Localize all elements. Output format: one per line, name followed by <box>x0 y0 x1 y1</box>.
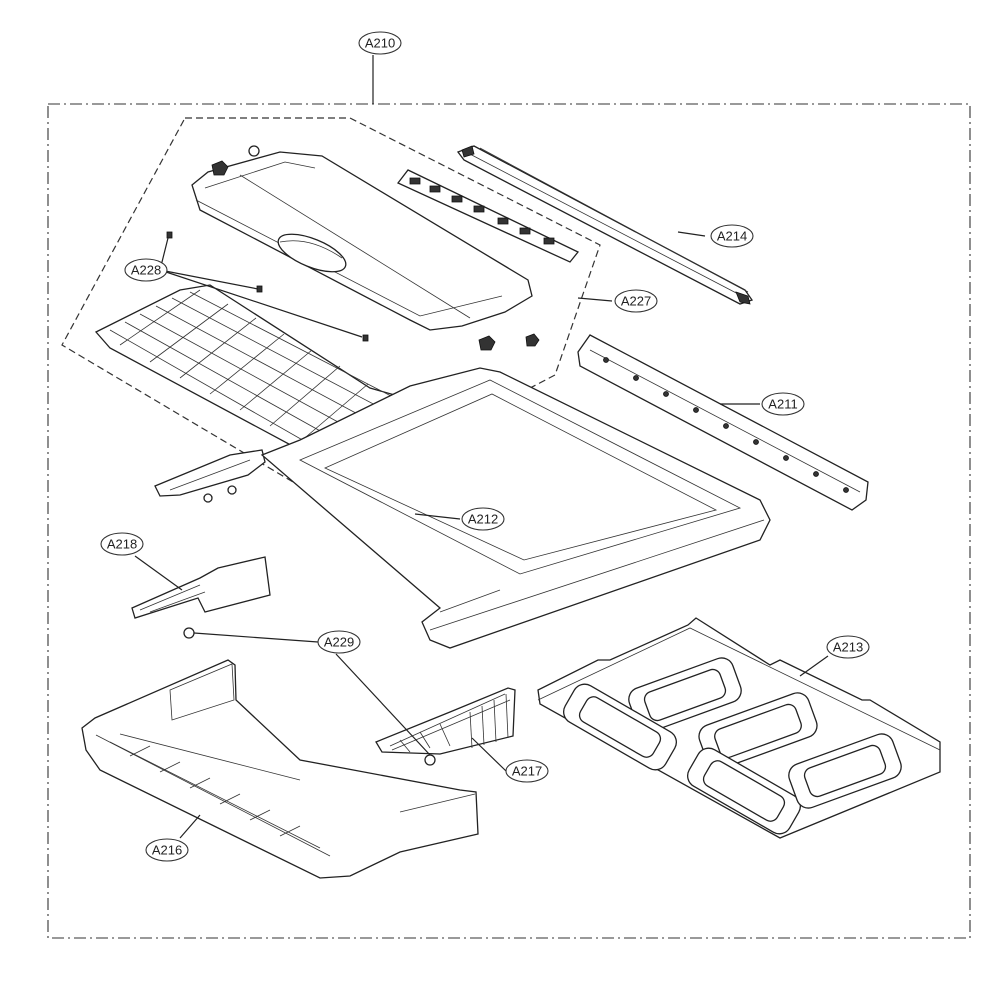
callout-a210-label: A210 <box>365 36 395 51</box>
callout-a210: A210 <box>358 31 402 55</box>
callout-a218-label: A218 <box>107 537 137 552</box>
callout-a217-label: A217 <box>512 764 542 779</box>
callout-a227: A227 <box>614 289 658 313</box>
callout-a216-label: A216 <box>152 843 182 858</box>
callout-a212-label: A212 <box>468 512 498 527</box>
subassembly-boundary-a227 <box>61 117 601 499</box>
part-a214-rail[interactable] <box>456 145 754 305</box>
hardware-clips[interactable] <box>166 145 540 351</box>
callout-a228-label: A228 <box>131 263 161 278</box>
callout-a213: A213 <box>826 635 870 659</box>
callout-a212: A212 <box>461 507 505 531</box>
part-top-lid[interactable] <box>191 151 533 331</box>
callout-a214: A214 <box>710 224 754 248</box>
leader-lines <box>134 55 829 839</box>
part-a218-bracket[interactable] <box>131 556 271 619</box>
part-a217-grate[interactable] <box>375 687 516 755</box>
callout-a216: A216 <box>145 838 189 862</box>
part-left-trim[interactable] <box>154 449 266 503</box>
callout-a229: A229 <box>317 630 361 654</box>
part-control-strip[interactable] <box>396 169 580 263</box>
callout-a211-label: A211 <box>768 397 797 412</box>
part-a211-bracket[interactable] <box>577 334 869 511</box>
callout-a228: A228 <box>124 258 168 282</box>
callout-a217: A217 <box>505 759 549 783</box>
part-a216-base[interactable] <box>81 659 479 879</box>
callout-a214-label: A214 <box>717 229 747 244</box>
callout-a229-label: A229 <box>324 635 354 650</box>
part-a213-plate[interactable] <box>537 617 941 839</box>
callout-a218: A218 <box>100 532 144 556</box>
part-a212-frame[interactable] <box>260 367 771 649</box>
callout-a227-label: A227 <box>621 294 651 309</box>
callout-a213-label: A213 <box>833 640 863 655</box>
callout-a211: A211 <box>761 392 805 416</box>
assembly-boundary <box>47 103 971 939</box>
